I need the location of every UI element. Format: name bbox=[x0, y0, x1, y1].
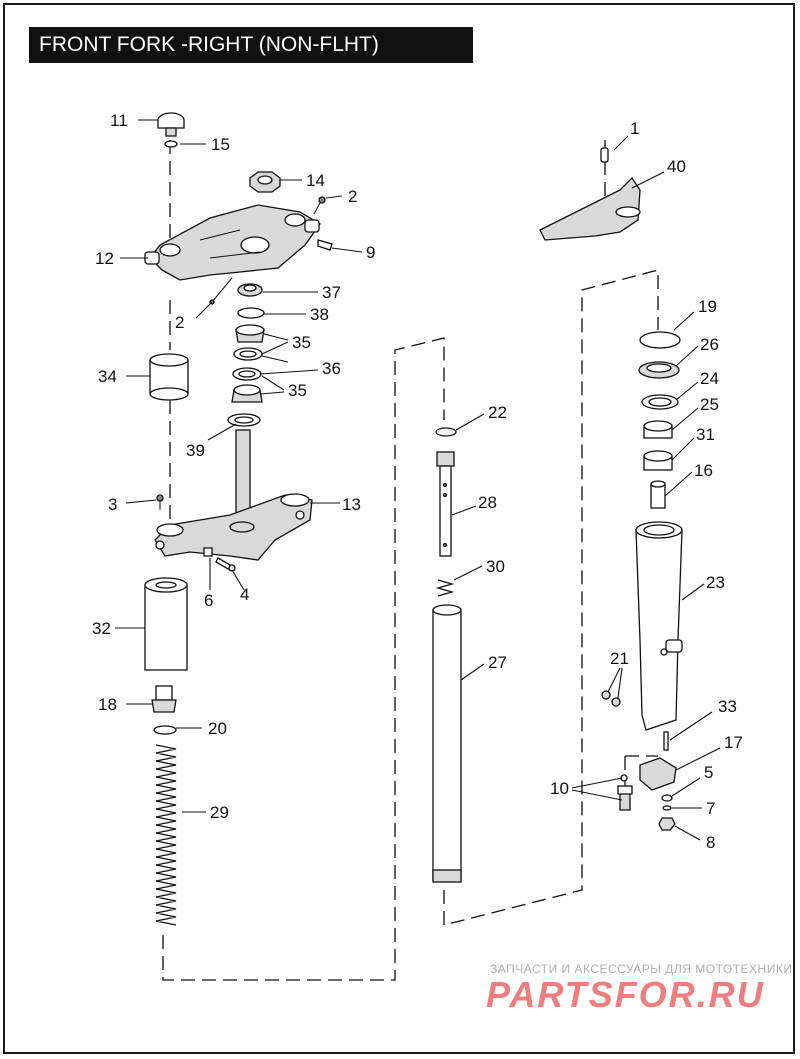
callout-15: 15 bbox=[211, 135, 230, 154]
callout-32: 32 bbox=[92, 619, 111, 638]
diagram-frame bbox=[3, 3, 795, 1054]
part-6-screw bbox=[203, 547, 213, 557]
part-40-bracket bbox=[539, 176, 641, 241]
callout-11: 11 bbox=[110, 111, 128, 130]
callout-1: 1 bbox=[630, 119, 639, 138]
callout-16: 16 bbox=[694, 461, 713, 480]
callout-10: 10 bbox=[550, 779, 569, 798]
callout-26: 26 bbox=[700, 335, 719, 354]
part-27-fork-tube bbox=[432, 604, 462, 883]
callout-33: 33 bbox=[718, 697, 737, 716]
callout-4: 4 bbox=[240, 585, 249, 604]
part-5-washer bbox=[661, 794, 673, 802]
part-36-race-upper bbox=[233, 347, 263, 361]
part-30-rebound-spring bbox=[435, 579, 455, 597]
callout-37: 37 bbox=[322, 283, 341, 302]
part-12-upper-bracket bbox=[144, 204, 321, 281]
part-10-bolt bbox=[617, 785, 633, 811]
page-title: FRONT FORK -RIGHT (NON-FLHT) bbox=[29, 27, 473, 63]
callout-34: 34 bbox=[98, 367, 117, 386]
callout-31: 31 bbox=[696, 425, 715, 444]
callout-28: 28 bbox=[478, 493, 497, 512]
callout-21: 21 bbox=[610, 649, 629, 668]
part-35-bearing-lower bbox=[231, 384, 263, 403]
callout-18: 18 bbox=[98, 695, 117, 714]
part-29-fork-spring bbox=[155, 744, 177, 926]
callout-17: 17 bbox=[724, 733, 743, 752]
callout-30: 30 bbox=[486, 557, 505, 576]
callout-8: 8 bbox=[706, 833, 715, 852]
callout-14: 14 bbox=[306, 171, 325, 190]
part-37-adjusting-nut bbox=[237, 283, 263, 297]
part-19-retaining-ring bbox=[639, 331, 681, 349]
part-13-lower-bracket bbox=[154, 429, 313, 561]
callout-7: 7 bbox=[706, 799, 715, 818]
callout-23: 23 bbox=[706, 573, 725, 592]
part-34-spacer bbox=[149, 353, 189, 401]
callout-27: 27 bbox=[488, 653, 507, 672]
part-21-drain-screws bbox=[601, 690, 621, 707]
watermark-tagline: ЗАПЧАСТИ И АКСЕССУАРЫ ДЛЯ МОТОТЕХНИКИ bbox=[490, 962, 793, 976]
part-28-damper-tube bbox=[436, 451, 455, 557]
part-20-retaining-ring bbox=[153, 725, 177, 735]
callout-6: 6 bbox=[204, 591, 213, 610]
callout-2-upper: 2 bbox=[348, 187, 357, 206]
callout-12: 12 bbox=[95, 249, 114, 268]
part-35-bearing-upper bbox=[235, 324, 265, 343]
part-18-fork-plug bbox=[151, 685, 177, 713]
part-14-nut bbox=[249, 171, 281, 193]
part-17-axle-cap bbox=[639, 757, 677, 791]
part-36-race-lower bbox=[232, 367, 262, 381]
part-4-bolt bbox=[215, 557, 236, 572]
part-9-clip bbox=[317, 239, 333, 251]
part-16-cone bbox=[650, 480, 666, 509]
part-15-washer bbox=[164, 140, 178, 148]
part-32-fork-cover bbox=[144, 577, 188, 671]
callout-2-lower: 2 bbox=[175, 313, 184, 332]
part-3-screw bbox=[156, 494, 164, 510]
part-8-nut bbox=[658, 817, 676, 831]
callout-29: 29 bbox=[210, 803, 229, 822]
callout-20: 20 bbox=[208, 719, 227, 738]
watermark-logo: PARTSFOR.RU bbox=[486, 974, 765, 1015]
callout-38: 38 bbox=[310, 305, 329, 324]
callout-39: 39 bbox=[186, 441, 205, 460]
part-38-washer bbox=[237, 307, 265, 319]
callout-22: 22 bbox=[488, 403, 507, 422]
callout-labels: 1 40 11 15 14 2 9 12 37 2 38 35 36 35 34… bbox=[92, 111, 743, 852]
part-39-dust-shield bbox=[227, 413, 261, 427]
part-2-screw-lower bbox=[209, 277, 233, 305]
callout-5: 5 bbox=[704, 763, 713, 782]
part-7-lockwasher bbox=[662, 805, 672, 811]
part-25-bushing bbox=[643, 420, 673, 439]
callout-35-lower: 35 bbox=[288, 381, 307, 400]
part-33-stud bbox=[663, 731, 669, 751]
callout-40: 40 bbox=[667, 157, 686, 176]
part-2-screw-upper bbox=[313, 196, 326, 215]
callout-19: 19 bbox=[698, 297, 717, 316]
part-23-fork-slider bbox=[635, 521, 683, 731]
assembly-dashed-lines bbox=[162, 140, 659, 981]
callout-9: 9 bbox=[366, 243, 375, 262]
part-11-bolt bbox=[157, 112, 185, 137]
callout-36: 36 bbox=[322, 359, 341, 378]
part-22-piston-ring bbox=[435, 427, 457, 437]
part-1-pin bbox=[600, 147, 609, 163]
callout-3: 3 bbox=[108, 495, 117, 514]
callout-25: 25 bbox=[700, 395, 719, 414]
leader-lines bbox=[115, 119, 721, 841]
callout-24: 24 bbox=[700, 369, 719, 388]
part-26-oil-seal bbox=[638, 361, 680, 379]
part-31-bushing bbox=[643, 450, 673, 471]
callout-35-upper: 35 bbox=[292, 333, 311, 352]
callout-13: 13 bbox=[342, 495, 361, 514]
part-24-washer bbox=[641, 394, 679, 410]
